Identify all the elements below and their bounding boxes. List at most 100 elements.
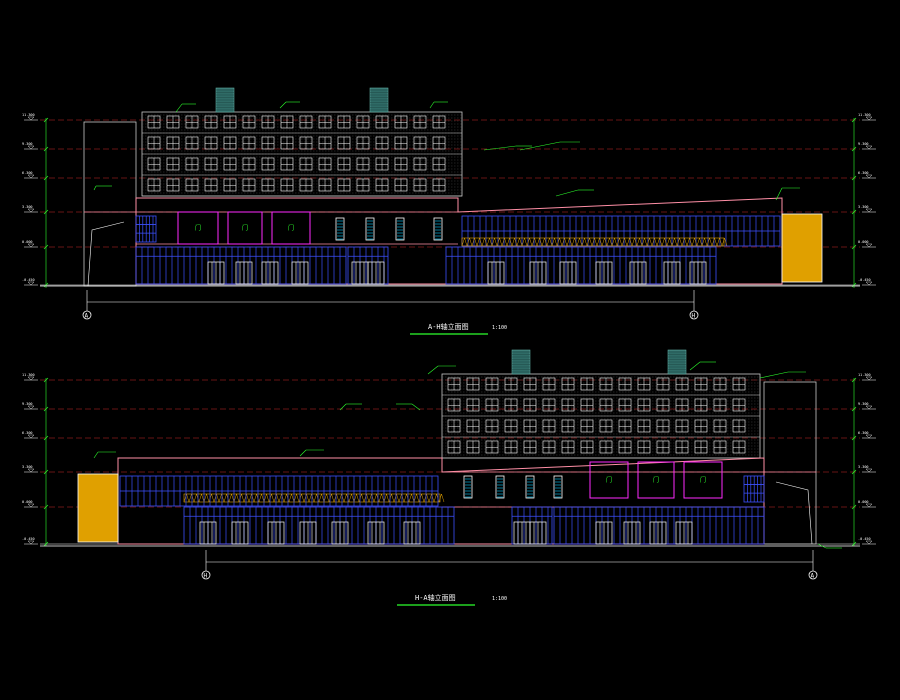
- window: [713, 398, 727, 412]
- storefront-door: [231, 521, 249, 545]
- window: [656, 398, 670, 412]
- storefront-door: [529, 521, 547, 545]
- annotation-leader: [279, 101, 300, 109]
- level-mark: -0.450: [858, 278, 876, 286]
- window: [261, 157, 275, 171]
- level-mark: 9.300: [858, 142, 876, 150]
- window: [185, 136, 199, 150]
- window: [675, 419, 689, 433]
- window: [261, 115, 275, 129]
- window: [280, 115, 294, 129]
- window: [375, 157, 389, 171]
- slim-window: [553, 475, 563, 499]
- window: [413, 136, 427, 150]
- window: [732, 419, 746, 433]
- view-1-title: A-H轴立面图: [428, 322, 469, 331]
- level-mark: 11.300: [858, 113, 876, 121]
- window: [261, 136, 275, 150]
- window: [694, 419, 708, 433]
- window: [261, 178, 275, 192]
- window: [561, 398, 575, 412]
- window: [447, 398, 461, 412]
- window: [223, 157, 237, 171]
- view-2-scale: 1:100: [492, 596, 507, 602]
- storefront-door: [649, 521, 667, 545]
- window: [675, 398, 689, 412]
- window: [637, 440, 651, 454]
- level-mark: 0.000: [858, 500, 876, 508]
- window: [318, 115, 332, 129]
- slim-window: [495, 475, 505, 499]
- annotation-leader: [299, 449, 324, 457]
- view-1-axis-right: H: [689, 310, 699, 320]
- window: [356, 157, 370, 171]
- level-mark-value: 6.300: [22, 171, 33, 175]
- window: [166, 157, 180, 171]
- feature-window: 门: [271, 211, 311, 245]
- window: [394, 157, 408, 171]
- window: [637, 419, 651, 433]
- window: [299, 115, 313, 129]
- orange-volume-right: [781, 213, 823, 283]
- window: [280, 136, 294, 150]
- annotation-leader: [775, 187, 800, 201]
- window: [485, 440, 499, 454]
- window: [713, 440, 727, 454]
- window: [523, 398, 537, 412]
- svg-text:A: A: [811, 573, 815, 580]
- window: [204, 115, 218, 129]
- feature-window: 门: [589, 461, 629, 499]
- level-mark: 11.300: [22, 113, 38, 121]
- dimension-chain: [43, 117, 49, 288]
- window: [580, 419, 594, 433]
- window: [599, 377, 613, 391]
- window: [375, 136, 389, 150]
- window: [223, 136, 237, 150]
- window: [580, 398, 594, 412]
- annotation-leader: [175, 103, 196, 113]
- level-mark-value: 11.300: [858, 373, 871, 377]
- window: [394, 136, 408, 150]
- window: [466, 419, 480, 433]
- feature-window-glyph: 门: [195, 224, 201, 232]
- window: [523, 377, 537, 391]
- level-mark-value: 6.300: [858, 431, 869, 435]
- window: [485, 398, 499, 412]
- window: [580, 440, 594, 454]
- window: [185, 178, 199, 192]
- feature-window-glyph: 门: [653, 476, 659, 484]
- level-mark-value: 11.300: [858, 113, 871, 117]
- storefront-door: [261, 261, 279, 285]
- window: [732, 377, 746, 391]
- svg-text:H: H: [204, 573, 208, 580]
- storefront-door: [403, 521, 421, 545]
- glass-upper-right: [461, 215, 781, 247]
- level-mark: 3.300: [858, 465, 876, 473]
- window: [299, 157, 313, 171]
- annotation-leader: [429, 101, 448, 109]
- window: [599, 398, 613, 412]
- slim-window: [365, 217, 375, 241]
- level-mark-value: 11.300: [22, 373, 35, 377]
- glass-small-right: [743, 475, 765, 503]
- feature-window: 门: [683, 461, 723, 499]
- level-mark: 11.300: [858, 373, 876, 381]
- window: [561, 440, 575, 454]
- level-mark: 0.000: [22, 500, 38, 508]
- storefront-door: [267, 521, 285, 545]
- window: [147, 115, 161, 129]
- level-mark: -0.450: [22, 278, 38, 286]
- level-mark: 0.000: [22, 240, 38, 248]
- feature-window-glyph: 门: [242, 224, 248, 232]
- window: [413, 157, 427, 171]
- level-mark-value: -0.450: [22, 278, 35, 282]
- annotation-leader: [483, 145, 532, 151]
- window: [656, 440, 670, 454]
- slim-window: [335, 217, 345, 241]
- window: [637, 398, 651, 412]
- window: [599, 419, 613, 433]
- window: [356, 178, 370, 192]
- level-mark-value: 6.300: [22, 431, 33, 435]
- window: [561, 419, 575, 433]
- annotation-leader: [519, 141, 580, 151]
